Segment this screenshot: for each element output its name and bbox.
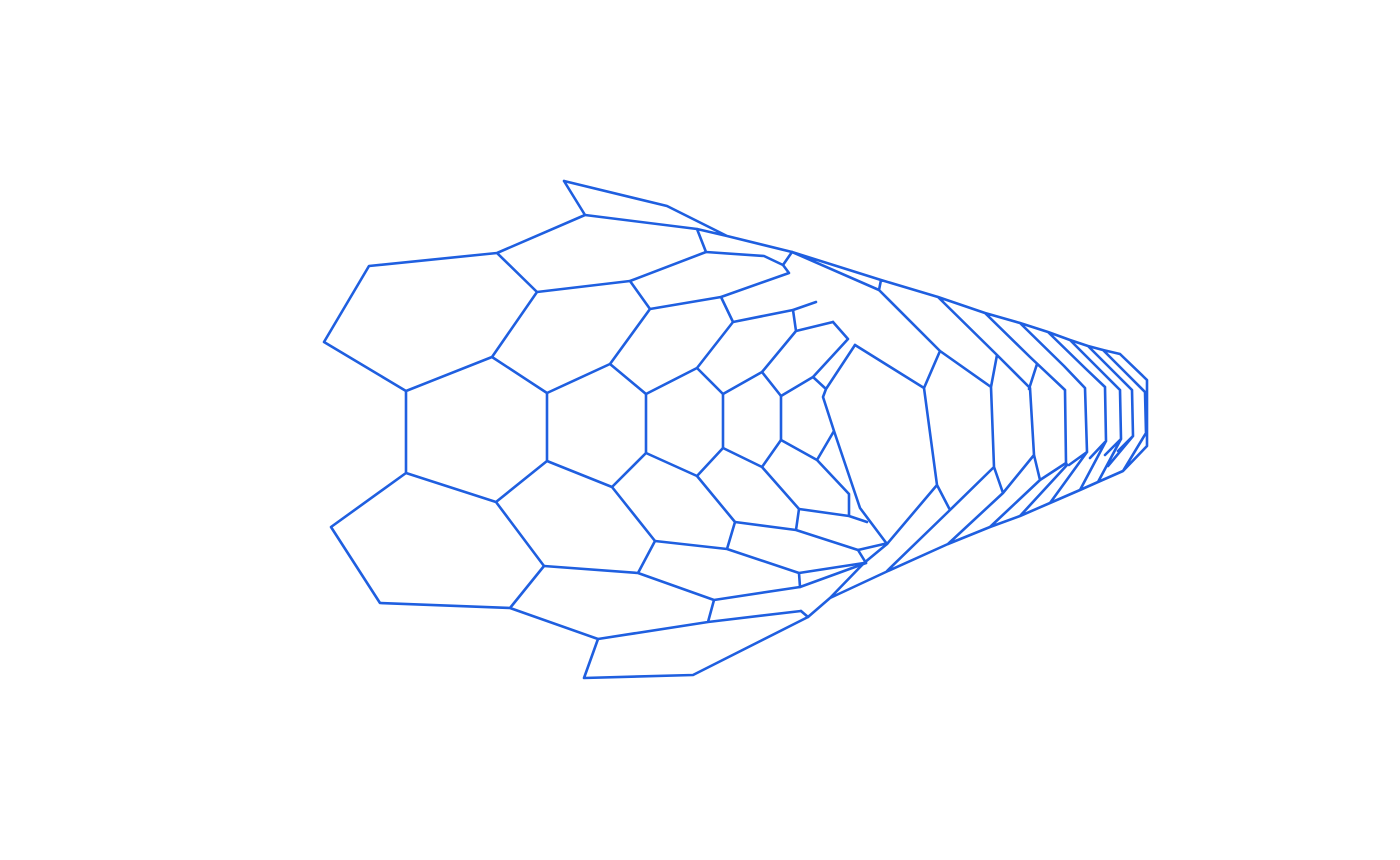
lattice-edge-group-outer-left — [322, 179, 810, 680]
lattice-edge-group-far-rings — [790, 250, 1149, 619]
lattice-edge-group-ring-3 — [644, 295, 866, 589]
lattice-edge-group-ring-5 — [779, 320, 889, 546]
lattice-edge-group-ring-2 — [542, 263, 868, 641]
